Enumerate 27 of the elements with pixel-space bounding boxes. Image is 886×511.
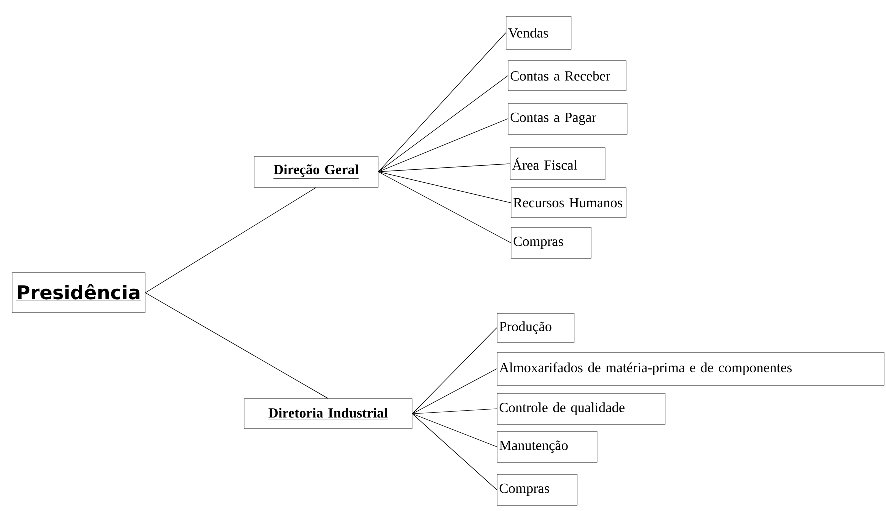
connector-line (412, 368, 498, 414)
connector-line (145, 188, 317, 294)
unit-box: Controle de qualidade (497, 393, 666, 425)
root-box: Presidência (12, 272, 146, 314)
connector-line (412, 414, 498, 490)
unit-box: Manutenção (497, 431, 598, 463)
unit-box: Contas a Receber (508, 60, 627, 92)
connector-line (378, 172, 512, 204)
connector-line (378, 172, 512, 244)
unit-box: Recursos Humanos (511, 188, 627, 218)
connector-line (378, 118, 508, 172)
connector-line (378, 76, 508, 172)
unit-box: Produção (497, 313, 575, 343)
unit-box: Compras (511, 227, 592, 259)
unit-box: Contas a Pagar (508, 103, 628, 135)
unit-box: Compras (497, 474, 578, 506)
connector-line (412, 414, 498, 448)
unit-box: Área Fiscal (510, 148, 606, 180)
connector-line (145, 292, 329, 399)
unit-box: Vendas (506, 16, 572, 50)
connector-line (412, 408, 498, 414)
unit-box: Almoxarifados de matéria-prima e de componentes (497, 352, 885, 386)
connector-line (378, 32, 506, 172)
connector-line (378, 164, 510, 172)
department-box: Direção Geral (254, 156, 379, 188)
department-box: Diretoria Industrial (244, 398, 413, 430)
connector-line (412, 328, 498, 414)
